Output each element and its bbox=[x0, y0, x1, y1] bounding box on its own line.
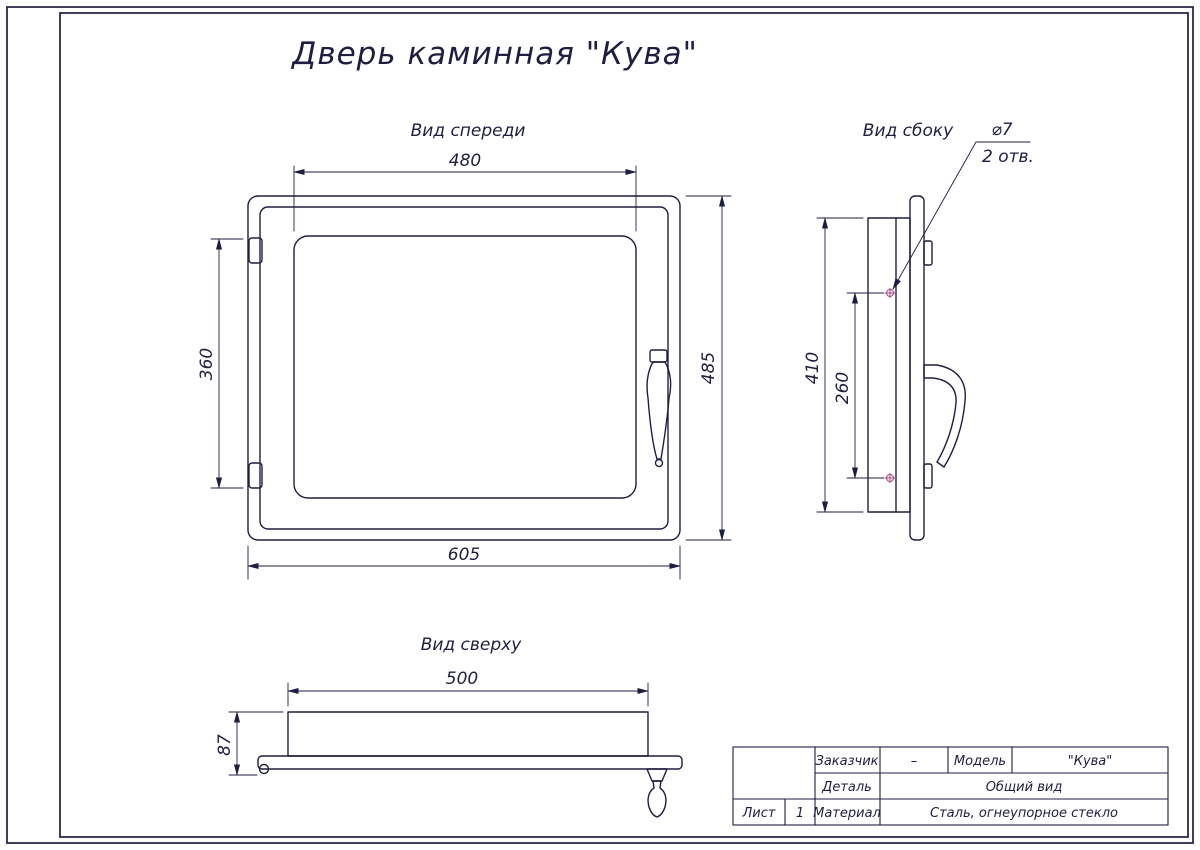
dim-value-605: 605 bbox=[448, 545, 480, 565]
front-dim-hinge-span: 360 bbox=[197, 238, 244, 489]
top-view-label: Вид сверху bbox=[421, 635, 523, 655]
side-mounting-flange bbox=[909, 195, 925, 541]
side-view-label: Вид сбоку bbox=[863, 121, 954, 141]
dim-value-260: 260 bbox=[833, 372, 853, 404]
top-view: Вид сверху 500 87 bbox=[215, 635, 683, 818]
title-block: Заказчик – Модель "Кува" Деталь Общий ви… bbox=[732, 746, 1169, 826]
top-view-drawing bbox=[257, 711, 683, 818]
sheet-label: Лист bbox=[742, 806, 776, 821]
door-handle-top bbox=[646, 768, 668, 818]
side-view-drawing bbox=[867, 195, 966, 541]
mount-hole-bottom bbox=[885, 473, 895, 483]
hinge-top bbox=[248, 237, 263, 264]
customer-value: – bbox=[911, 754, 918, 769]
dim-value-410: 410 bbox=[803, 352, 823, 384]
model-label: Модель bbox=[954, 754, 1006, 769]
page-title: Дверь каминная "Кува" bbox=[290, 36, 698, 72]
top-door-body bbox=[287, 711, 649, 757]
dim-value-360: 360 bbox=[197, 348, 217, 380]
side-hinge-bottom bbox=[923, 463, 933, 489]
sheet-value: 1 bbox=[796, 806, 804, 821]
side-dim-hole-spacing: 260 bbox=[833, 292, 885, 479]
sheet-inner-border bbox=[59, 12, 1189, 838]
material-label: Материал bbox=[813, 806, 881, 821]
material-value: Сталь, огнеупорное стекло bbox=[930, 806, 1118, 821]
title-block-border bbox=[732, 746, 1169, 826]
sheet-outer-border bbox=[6, 6, 1194, 844]
mount-hole-top bbox=[885, 288, 895, 298]
hole-count-note: 2 отв. bbox=[982, 147, 1034, 167]
hole-callout: ⌀7 2 отв. bbox=[892, 120, 1034, 290]
side-view: Вид сбоку ⌀7 2 отв. bbox=[803, 120, 1034, 541]
hinge-bottom bbox=[248, 462, 263, 489]
top-mounting-flange bbox=[257, 755, 683, 770]
dim-value-87: 87 bbox=[215, 734, 235, 756]
front-door-inner-frame bbox=[259, 206, 669, 530]
door-handle-side bbox=[923, 364, 966, 468]
front-door-outer-frame bbox=[247, 195, 681, 541]
top-dim-depth: 87 bbox=[215, 711, 284, 776]
dim-value-485: 485 bbox=[699, 352, 719, 384]
top-hinge-pin bbox=[258, 763, 270, 775]
detail-label: Деталь bbox=[821, 780, 872, 795]
model-value: "Кува" bbox=[1068, 754, 1113, 769]
front-view-drawing bbox=[247, 195, 681, 541]
side-dim-body-height: 410 bbox=[803, 217, 864, 513]
detail-value: Общий вид bbox=[986, 780, 1063, 795]
side-hinge-top bbox=[923, 240, 933, 266]
front-view: Вид спереди 480 605 bbox=[197, 121, 732, 580]
front-dim-total-height: 485 bbox=[685, 195, 732, 541]
hole-diameter-note: ⌀7 bbox=[991, 120, 1012, 140]
front-dim-glass-width: 480 bbox=[293, 151, 637, 232]
dim-value-480: 480 bbox=[449, 151, 481, 171]
top-dim-width: 500 bbox=[287, 669, 649, 707]
dim-value-500: 500 bbox=[446, 669, 478, 689]
front-view-label: Вид спереди bbox=[411, 121, 526, 141]
front-glass-panel bbox=[293, 235, 637, 499]
door-handle-front bbox=[646, 349, 672, 468]
customer-label: Заказчик bbox=[815, 754, 878, 769]
side-door-body bbox=[867, 217, 911, 513]
front-dim-total-width: 605 bbox=[247, 545, 681, 580]
